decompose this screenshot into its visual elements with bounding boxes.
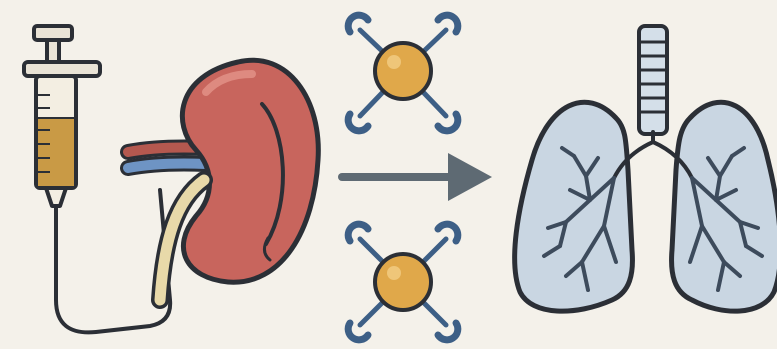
lungs-icon: [515, 26, 777, 311]
arrow-right-icon: [342, 153, 492, 201]
nanoparticle-bottom-icon: [348, 224, 458, 340]
kidney-icon: [128, 60, 318, 300]
syringe-icon: [24, 26, 170, 332]
nanoparticle-top-icon: [348, 15, 458, 131]
